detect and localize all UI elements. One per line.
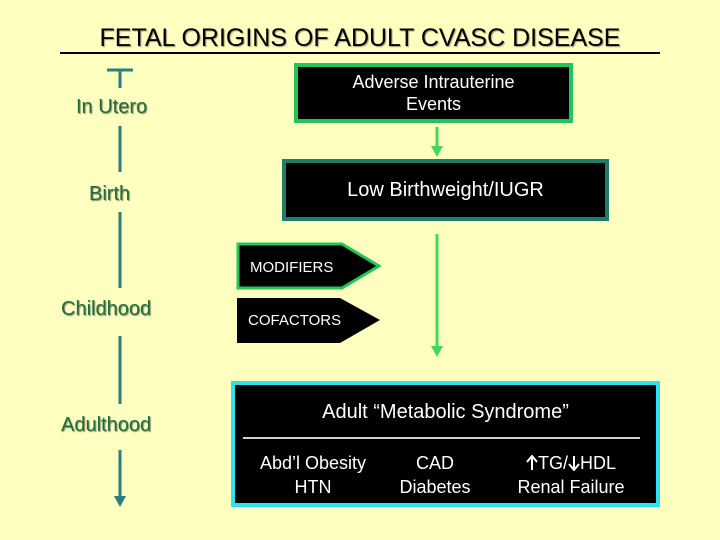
- condition-tg: TG/: [537, 453, 568, 473]
- metabolic-syndrome-heading: Adult “Metabolic Syndrome”: [322, 401, 569, 423]
- modifiers-shape: [236, 242, 382, 290]
- condition-renal-failure: Renal Failure: [517, 477, 625, 497]
- metabolic-syndrome-box: Adult “Metabolic Syndrome” Abd’l Obesity…: [231, 381, 660, 507]
- condition-tg-hdl: TG/ HDL: [499, 451, 643, 475]
- low-birthweight-box: Low Birthweight/IUGR: [282, 159, 609, 221]
- stage-adulthood: Adulthood: [61, 414, 152, 436]
- arrow-down-icon: [431, 146, 443, 157]
- modifiers-label: MODIFIERS: [250, 259, 334, 276]
- condition-column-2: CAD Diabetes: [387, 451, 483, 499]
- stage-childhood: Childhood: [61, 298, 152, 320]
- adverse-events-line2: Events: [405, 94, 462, 114]
- arrow-up-icon: [526, 454, 538, 470]
- cofactors-shape: [237, 298, 380, 343]
- condition-hdl: HDL: [579, 453, 616, 473]
- condition-cad: CAD: [415, 453, 454, 473]
- cofactors-label: COFACTORS: [248, 312, 342, 329]
- condition-diabetes: Diabetes: [399, 477, 471, 497]
- condition-column-3: TG/ HDL Renal Failure: [499, 451, 643, 499]
- arrow-down-icon: [431, 346, 443, 357]
- adverse-events-line1: Adverse Intrauterine: [352, 72, 515, 92]
- adverse-events-box: Adverse Intrauterine Events: [294, 63, 573, 123]
- stage-in-utero: In Utero: [76, 96, 148, 118]
- condition-htn: HTN: [294, 477, 332, 497]
- condition-column-1: Abd’l Obesity HTN: [247, 451, 379, 499]
- condition-abdl-obesity: Abd’l Obesity: [259, 453, 367, 473]
- page-title: FETAL ORIGINS OF ADULT CVASC DISEASE: [0, 24, 720, 54]
- low-birthweight-label: Low Birthweight/IUGR: [347, 178, 544, 201]
- stage-birth: Birth: [89, 183, 131, 205]
- arrow-down-icon: [114, 496, 126, 507]
- divider: [243, 437, 640, 439]
- arrow-down-icon: [568, 456, 580, 472]
